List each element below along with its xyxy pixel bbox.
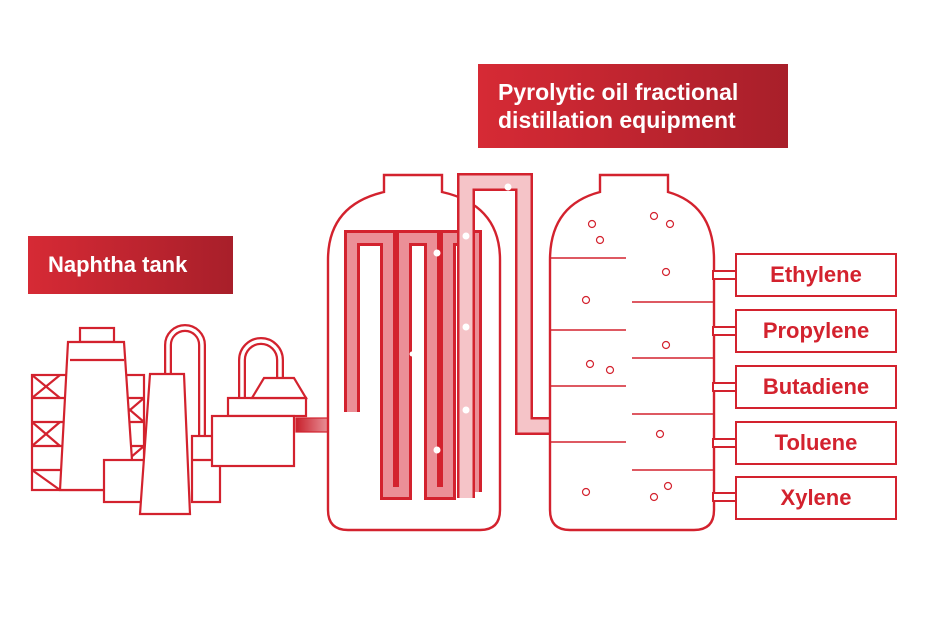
product-toluene: Toluene xyxy=(735,421,897,465)
product-butadiene: Butadiene xyxy=(735,365,897,409)
distillation-label-line1: Pyrolytic oil fractional xyxy=(498,79,739,105)
distillation-column xyxy=(548,173,716,532)
furnace-unit xyxy=(138,324,222,516)
naphtha-plant xyxy=(30,324,308,516)
column-bubbles xyxy=(581,211,675,502)
product-xylene: Xylene xyxy=(735,476,897,520)
outlet-pipes xyxy=(712,270,738,502)
naphtha-tank-label: Naphtha tank xyxy=(28,236,233,294)
pipe-bubbles xyxy=(409,183,512,454)
heat-exchanger xyxy=(210,337,308,468)
naphtha-tank-text: Naphtha tank xyxy=(48,252,188,277)
base-block xyxy=(102,458,146,504)
distillation-label-line2: distillation equipment xyxy=(498,107,736,133)
product-propylene: Propylene xyxy=(735,309,897,353)
distillation-equipment-label: Pyrolytic oil fractional distillation eq… xyxy=(478,64,788,148)
transfer-pipe xyxy=(457,173,552,498)
reaction-tower xyxy=(58,326,136,492)
column-trays xyxy=(551,257,713,471)
product-ethylene: Ethylene xyxy=(735,253,897,297)
